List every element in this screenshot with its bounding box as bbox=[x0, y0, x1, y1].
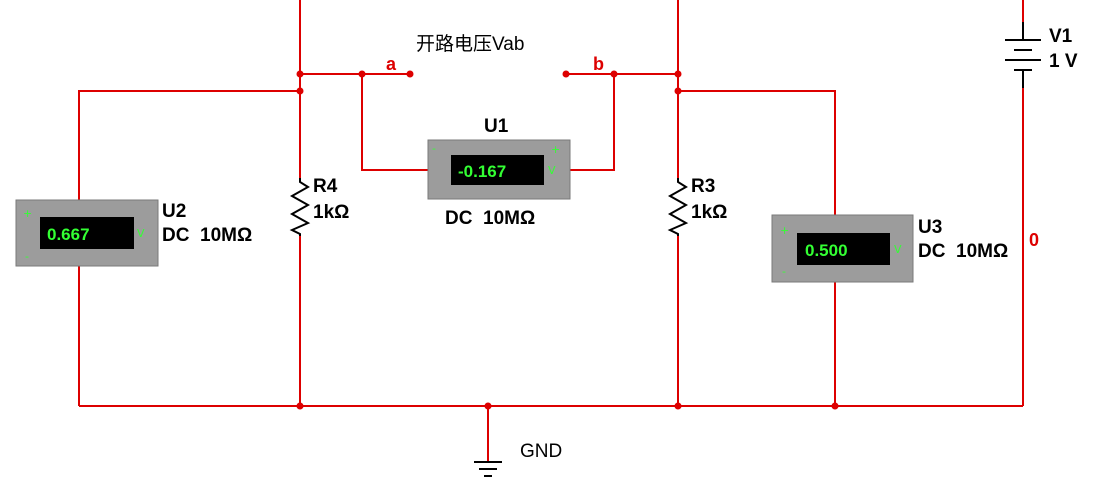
meter-u3-reading: 0.500 bbox=[805, 241, 848, 260]
junction-dots bbox=[296, 70, 839, 410]
node-a-label: a bbox=[386, 54, 397, 74]
meter-u2-name: U2 bbox=[162, 201, 186, 222]
resistor-r3-value: 1kΩ bbox=[691, 202, 727, 223]
resistor-r4[interactable]: R4 1kΩ bbox=[289, 176, 349, 236]
meter-u1-plus: + bbox=[551, 143, 560, 156]
ground-symbol: GND bbox=[474, 441, 562, 477]
voltage-source-v1[interactable]: V1 1 V bbox=[1005, 22, 1078, 88]
voltmeter-u2[interactable]: 0.667 + - V U2 DC 10MΩ bbox=[15, 199, 252, 267]
node-zero-label: 0 bbox=[1029, 230, 1039, 250]
meter-u3-unit: V bbox=[894, 243, 902, 256]
voltmeter-u1[interactable]: -0.167 - + V U1 DC 10MΩ bbox=[427, 116, 571, 229]
meter-u1-unit: V bbox=[548, 164, 556, 177]
voltmeter-u3[interactable]: 0.500 + - V U3 DC 10MΩ bbox=[771, 214, 1008, 283]
terminal-a[interactable] bbox=[406, 70, 414, 78]
diagram-title: 开路电压Vab bbox=[416, 33, 524, 55]
meter-u2-minus: - bbox=[25, 250, 29, 263]
source-name: V1 bbox=[1049, 26, 1073, 47]
open-terminals: a b bbox=[386, 54, 604, 78]
ground-label: GND bbox=[520, 441, 562, 462]
meter-u2-plus: + bbox=[23, 207, 32, 220]
meter-u3-minus: - bbox=[782, 265, 786, 278]
resistor-r3[interactable]: R3 1kΩ bbox=[667, 176, 727, 236]
resistor-r4-name: R4 bbox=[313, 176, 338, 197]
node-b-label: b bbox=[593, 54, 604, 74]
terminal-b[interactable] bbox=[562, 70, 570, 78]
meter-u2-unit: V bbox=[137, 227, 145, 240]
meter-u3-name: U3 bbox=[918, 217, 942, 238]
meter-u1-mode: DC 10MΩ bbox=[445, 208, 535, 229]
meter-u3-plus: + bbox=[780, 224, 789, 237]
resistor-r3-name: R3 bbox=[691, 176, 715, 197]
meter-u2-reading: 0.667 bbox=[47, 225, 90, 244]
meter-u2-mode: DC 10MΩ bbox=[162, 225, 252, 246]
source-value: 1 V bbox=[1049, 51, 1078, 72]
meter-u1-minus: - bbox=[432, 142, 436, 155]
meter-u3-mode: DC 10MΩ bbox=[918, 241, 1008, 262]
wires bbox=[78, 0, 1024, 462]
meter-u1-name: U1 bbox=[484, 116, 509, 137]
meter-u1-reading: -0.167 bbox=[458, 162, 506, 181]
resistor-r4-value: 1kΩ bbox=[313, 202, 349, 223]
